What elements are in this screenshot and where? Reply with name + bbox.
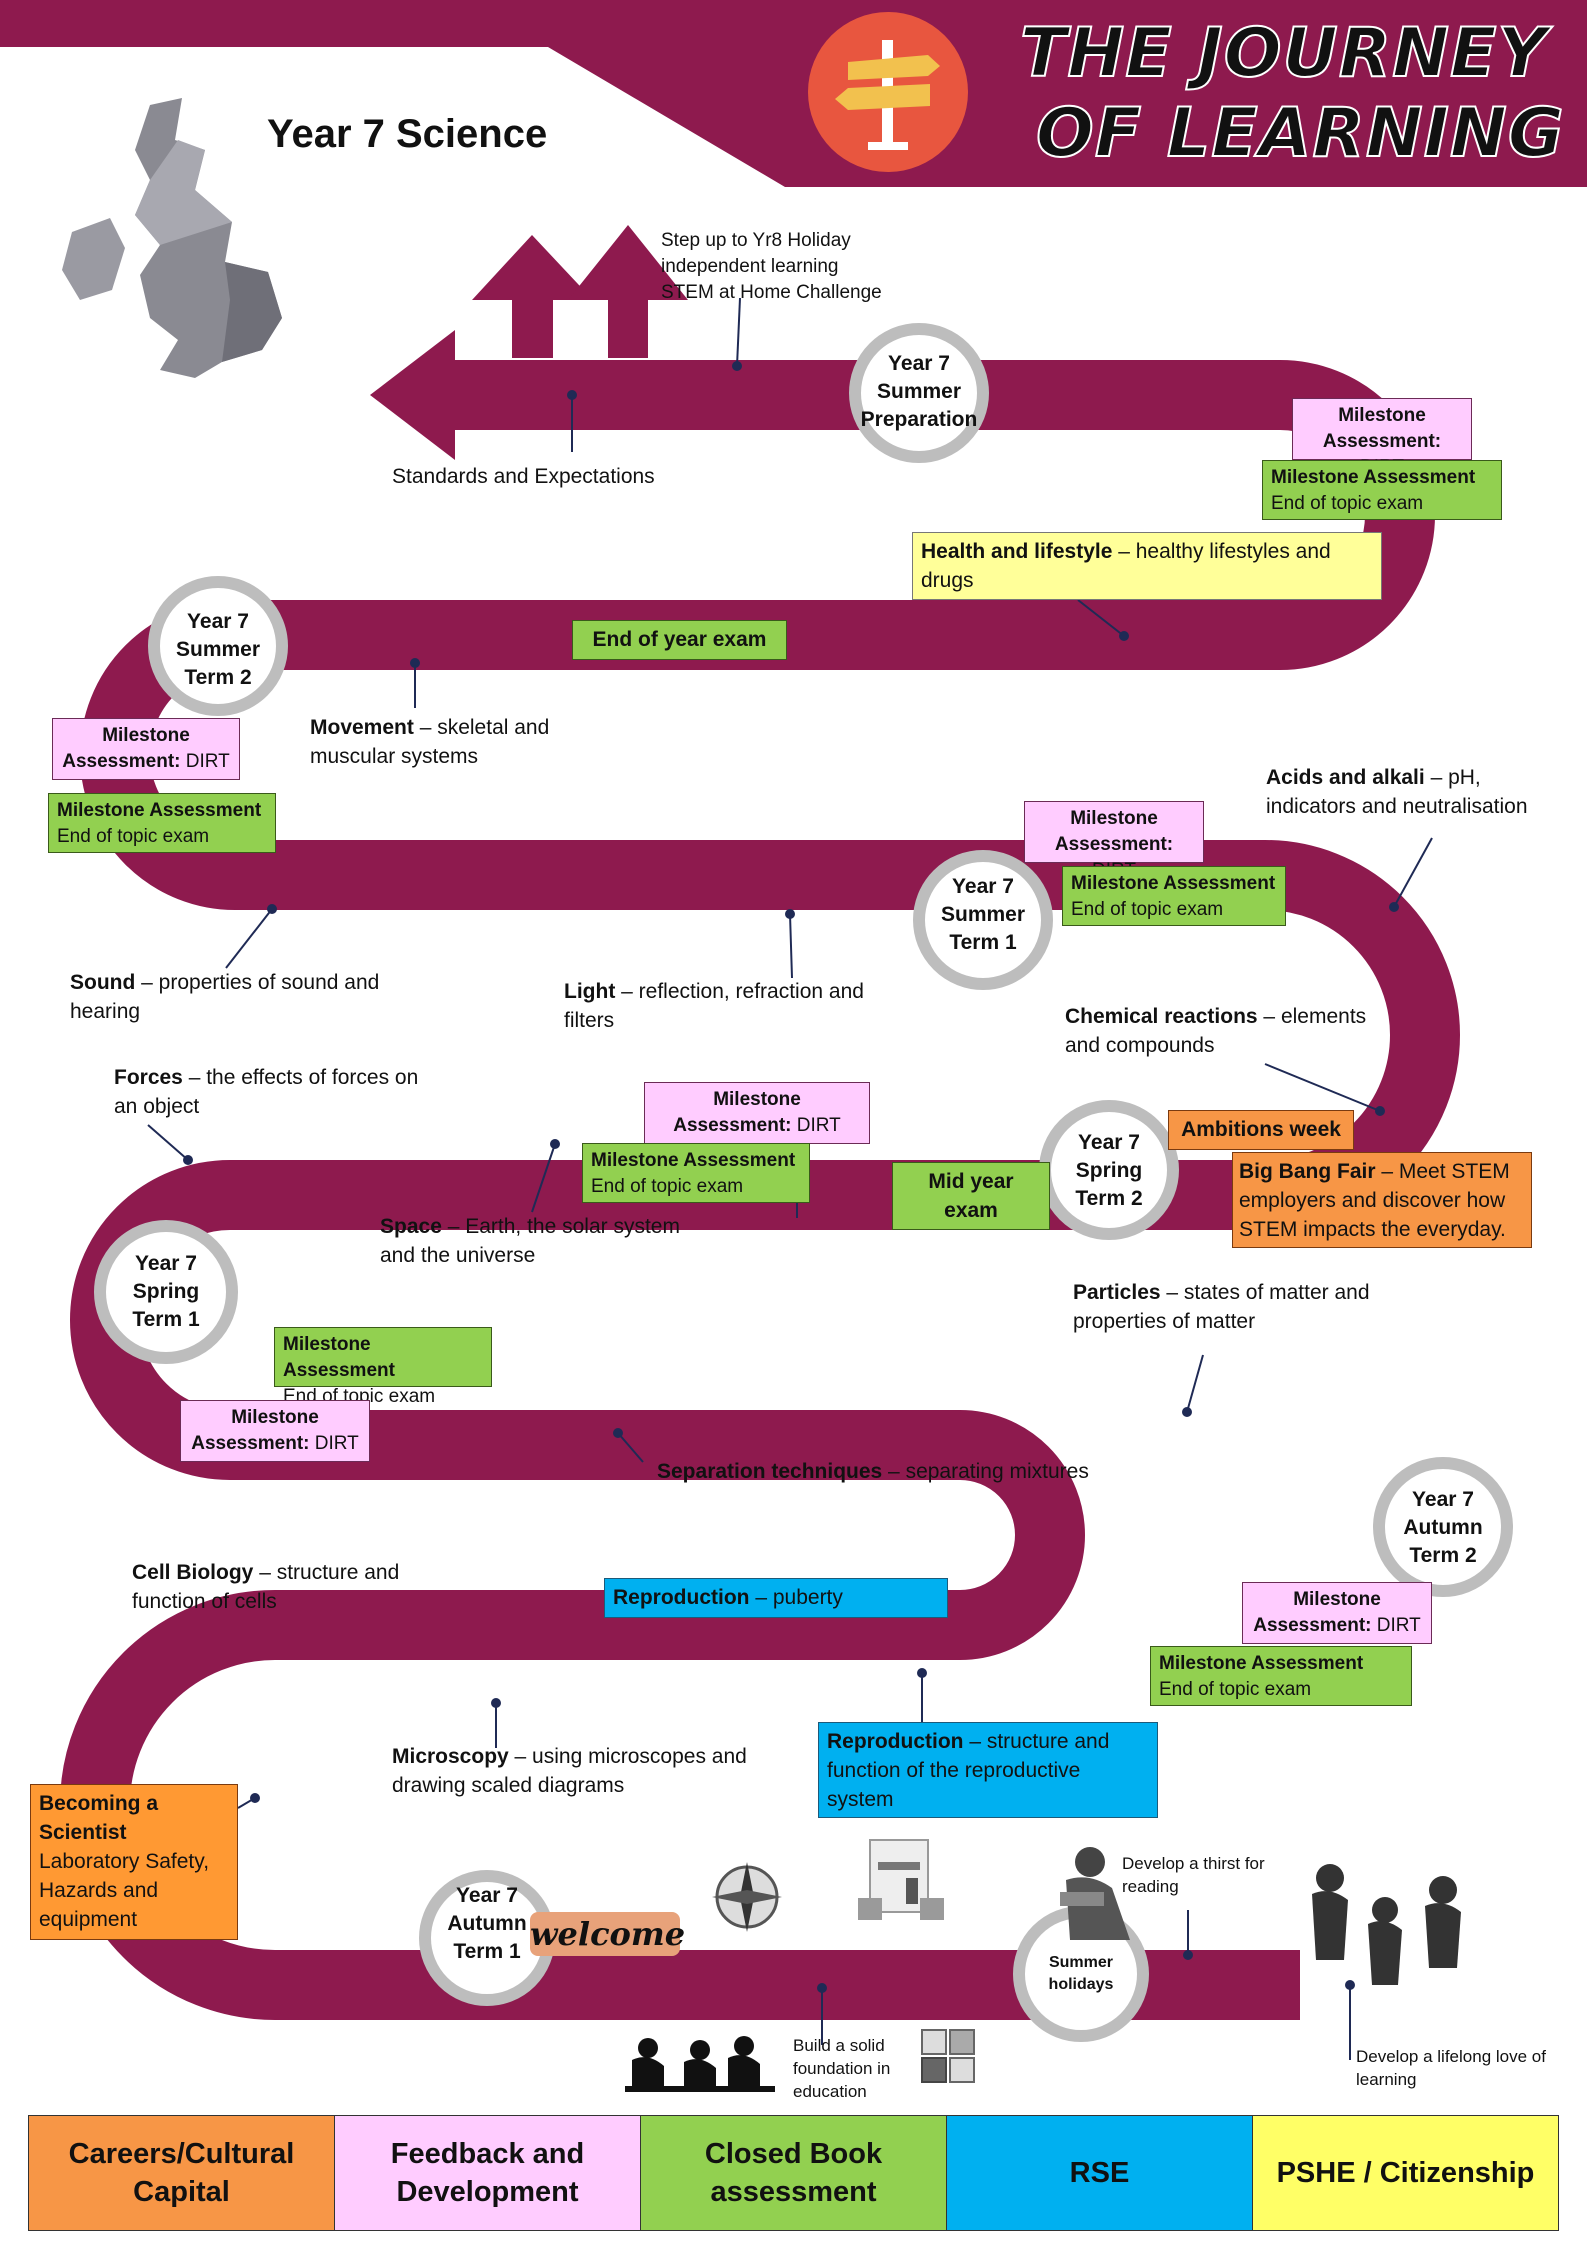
label-acids-alkali: Acids and alkali – pH, indicators and ne…	[1266, 766, 1528, 818]
box-mid-year-exam: Mid year exam	[892, 1162, 1050, 1230]
walking-people-icon	[1312, 1864, 1461, 1985]
title-line-2: OF LEARNING	[1035, 93, 1565, 174]
label-chemical-reactions: Chemical reactions – elements and compou…	[1065, 1005, 1367, 1057]
title-line-1: THE JOURNEY	[1019, 13, 1548, 94]
box-health-lifestyle: Health and lifestyle – healthy lifestyle…	[912, 532, 1382, 600]
legend-careers: Careers/Cultural Capital	[28, 2115, 335, 2231]
title-block: THE JOURNEY OF LEARNING	[1019, 13, 1580, 174]
uk-map-icon	[62, 98, 282, 378]
approved-certificate-icon	[858, 1839, 944, 1920]
signpost-icon	[808, 12, 968, 172]
reading-person-icon	[1060, 1847, 1130, 1940]
subject-title: Year 7 Science	[267, 112, 548, 156]
compass-icon	[712, 1862, 782, 1932]
label-particles: Particles – states of matter and propert…	[1073, 1281, 1370, 1333]
label-light: Light – reflection, refraction and filte…	[564, 980, 864, 1032]
label-thirst-reading: Develop a thirst for reading	[1122, 1854, 1265, 1896]
label-step-up: Step up to Yr8 Holiday independent learn…	[661, 230, 882, 303]
label-space: Space – Earth, the solar system and the …	[380, 1215, 680, 1267]
up-arrow-right	[568, 225, 688, 358]
legend-closed-book: Closed Book assessment	[640, 2115, 947, 2231]
students-at-desks-icon	[625, 2036, 775, 2092]
box-ambitions-week: Ambitions week	[1168, 1110, 1354, 1150]
road-arrow-head	[370, 330, 455, 460]
up-arrow-left	[472, 235, 593, 358]
box-reproduction-puberty: Reproduction – puberty	[604, 1578, 948, 1618]
box-big-bang-fair: Big Bang Fair – Meet STEM employers and …	[1232, 1152, 1532, 1248]
box-reproduction-system: Reproduction – structure and function of…	[818, 1722, 1158, 1818]
label-lifelong-love: Develop a lifelong love of learning	[1356, 2047, 1546, 2089]
legend-rse: RSE	[946, 2115, 1253, 2231]
header-band	[0, 0, 1587, 187]
label-microscopy: Microscopy – using microscopes and drawi…	[392, 1745, 747, 1797]
label-sound: Sound – properties of sound and hearing	[70, 971, 380, 1023]
building-blocks-icon	[921, 2029, 975, 2083]
legend-pshe: PSHE / Citizenship	[1252, 2115, 1559, 2231]
label-standards: Standards and Expectations	[392, 465, 655, 488]
label-cell-biology: Cell Biology – structure and function of…	[132, 1561, 400, 1613]
welcome-sign: welcome	[530, 1912, 685, 1956]
label-solid-foundation: Build a solid foundation in education	[793, 2036, 891, 2101]
label-movement: Movement – skeletal and muscular systems	[310, 716, 550, 768]
box-end-of-year-exam: End of year exam	[572, 620, 787, 660]
label-forces: Forces – the effects of forces on an obj…	[114, 1066, 419, 1118]
term-circles	[94, 323, 1513, 2042]
legend-feedback: Feedback and Development	[334, 2115, 641, 2231]
label-separation: Separation techniques – separating mixtu…	[657, 1460, 1089, 1483]
